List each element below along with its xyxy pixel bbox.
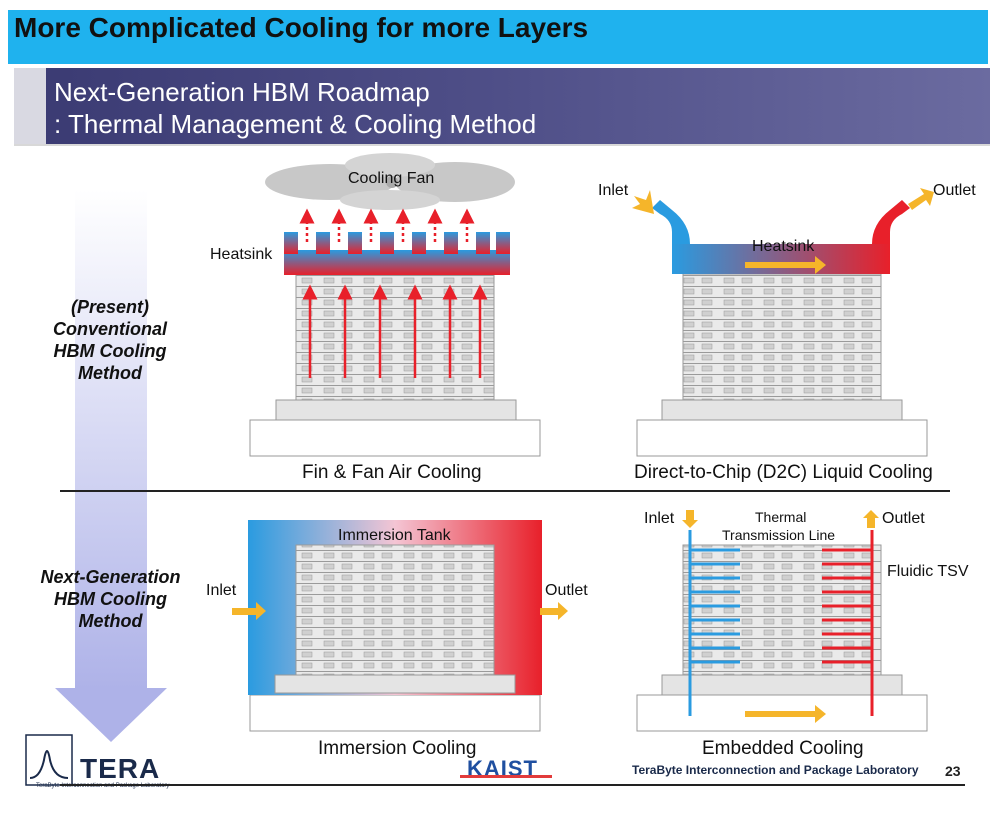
outlet-arrow-icon	[558, 602, 568, 620]
footer-lab-name: TeraByte Interconnection and Package Lab…	[632, 763, 919, 777]
next-gen-method-label: Next-Generation HBM Cooling Method	[28, 566, 193, 632]
tera-logo-subtext: TeraByte Interconnection and Package Lab…	[36, 783, 170, 789]
d2c-diagram	[632, 188, 934, 457]
heatsink-label-fin: Heatsink	[210, 246, 273, 263]
immersion-caption: Immersion Cooling	[318, 738, 477, 759]
immersion-outlet-label: Outlet	[545, 582, 588, 599]
d2c-inlet-label: Inlet	[598, 182, 629, 199]
next-line-3: Method	[78, 611, 143, 631]
kaist-swoosh	[460, 775, 552, 778]
page-number: 23	[945, 763, 961, 779]
inlet-arrow-icon	[632, 190, 654, 214]
present-line-4: Method	[78, 363, 142, 383]
embedded-inlet-label: Inlet	[644, 510, 675, 527]
present-line-2: Conventional	[52, 319, 167, 339]
kaist-logo: KAIST	[467, 756, 538, 781]
inlet-arrow-icon	[256, 602, 266, 620]
outlet-arrow-icon	[863, 510, 879, 518]
embedded-caption: Embedded Cooling	[702, 738, 864, 759]
heatsink-icon	[284, 232, 510, 275]
present-line-3: HBM Cooling	[53, 341, 167, 361]
tera-logo-text: TERA	[80, 753, 161, 784]
present-method-label: (Present) Conventional HBM Cooling Metho…	[35, 296, 185, 384]
fin-fan-diagram	[249, 153, 541, 457]
air-flow-arrows	[299, 208, 475, 242]
subheader-underline	[14, 144, 990, 146]
outlet-arrow-icon	[908, 188, 934, 210]
footer-rule	[60, 784, 965, 786]
immersion-tank-label: Immersion Tank	[338, 527, 451, 544]
subheader-bar	[14, 68, 990, 144]
cooling-fan-icon	[265, 153, 515, 210]
slide-title: More Complicated Cooling for more Layers	[14, 12, 589, 43]
fin-fan-caption: Fin & Fan Air Cooling	[302, 462, 482, 483]
generation-arrow	[55, 190, 167, 742]
thermal-label-line1: Thermal	[755, 509, 807, 525]
flow-arrow-icon	[815, 256, 826, 274]
heatsink-label-d2c: Heatsink	[752, 238, 815, 255]
tera-logo-icon	[25, 734, 73, 786]
next-line-1: Next-Generation	[40, 567, 181, 587]
next-line-2: HBM Cooling	[54, 589, 167, 609]
section-divider	[60, 490, 950, 492]
title-bar-fill	[8, 10, 988, 64]
fluidic-tsv-label: Fluidic TSV	[887, 563, 969, 580]
thermal-label-line2: Transmission Line	[722, 527, 836, 543]
immersion-inlet-label: Inlet	[206, 582, 237, 599]
title-bar: More Complicated Cooling for more Layers	[0, 0, 1000, 64]
heat-flow-arrows	[302, 284, 488, 378]
d2c-caption: Direct-to-Chip (D2C) Liquid Cooling	[634, 462, 933, 483]
inlet-arrow-icon	[682, 520, 698, 528]
embedded-outlet-label: Outlet	[882, 510, 925, 527]
d2c-outlet-label: Outlet	[933, 182, 976, 199]
subheader-line-2: : Thermal Management & Cooling Method	[54, 109, 537, 139]
cooling-fan-label: Cooling Fan	[348, 170, 435, 187]
embedded-diagram	[636, 510, 928, 732]
present-line-1: (Present)	[70, 297, 150, 317]
subheader-accent	[14, 68, 46, 144]
subheader-line-1: Next-Generation HBM Roadmap	[54, 77, 430, 107]
immersion-diagram	[232, 520, 568, 732]
flow-arrow-icon	[815, 705, 826, 723]
